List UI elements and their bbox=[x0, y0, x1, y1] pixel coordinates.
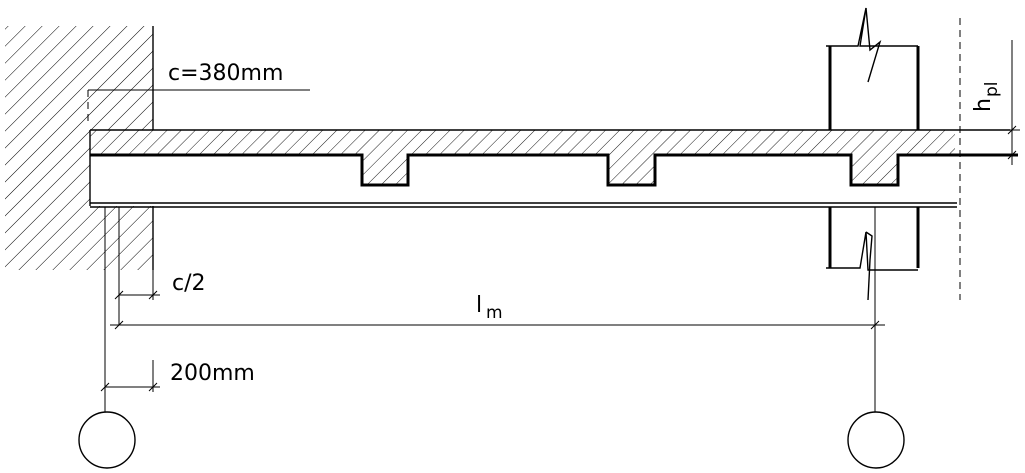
support-width-dimension: c=380mm bbox=[87, 61, 310, 125]
support-width-label: c=380mm bbox=[168, 61, 283, 86]
half-support-dimension: c/2 bbox=[114, 207, 206, 325]
plate-height-subscript: pl bbox=[982, 81, 1002, 97]
right-column bbox=[826, 7, 920, 301]
span-dimension: l m bbox=[110, 207, 885, 410]
span-label: l bbox=[476, 293, 482, 318]
grid-axis-right bbox=[847, 387, 905, 469]
plate-height-dimension: h pl bbox=[959, 18, 1020, 300]
span-subscript: m bbox=[486, 303, 503, 323]
left-wall bbox=[5, 26, 154, 270]
offset-dimension: 200mm bbox=[100, 207, 255, 410]
slab-section bbox=[89, 129, 1018, 208]
grid-axis-left bbox=[78, 387, 136, 469]
offset-label: 200mm bbox=[170, 361, 255, 386]
plate-height-label: h bbox=[971, 98, 996, 112]
half-support-label: c/2 bbox=[172, 271, 206, 296]
